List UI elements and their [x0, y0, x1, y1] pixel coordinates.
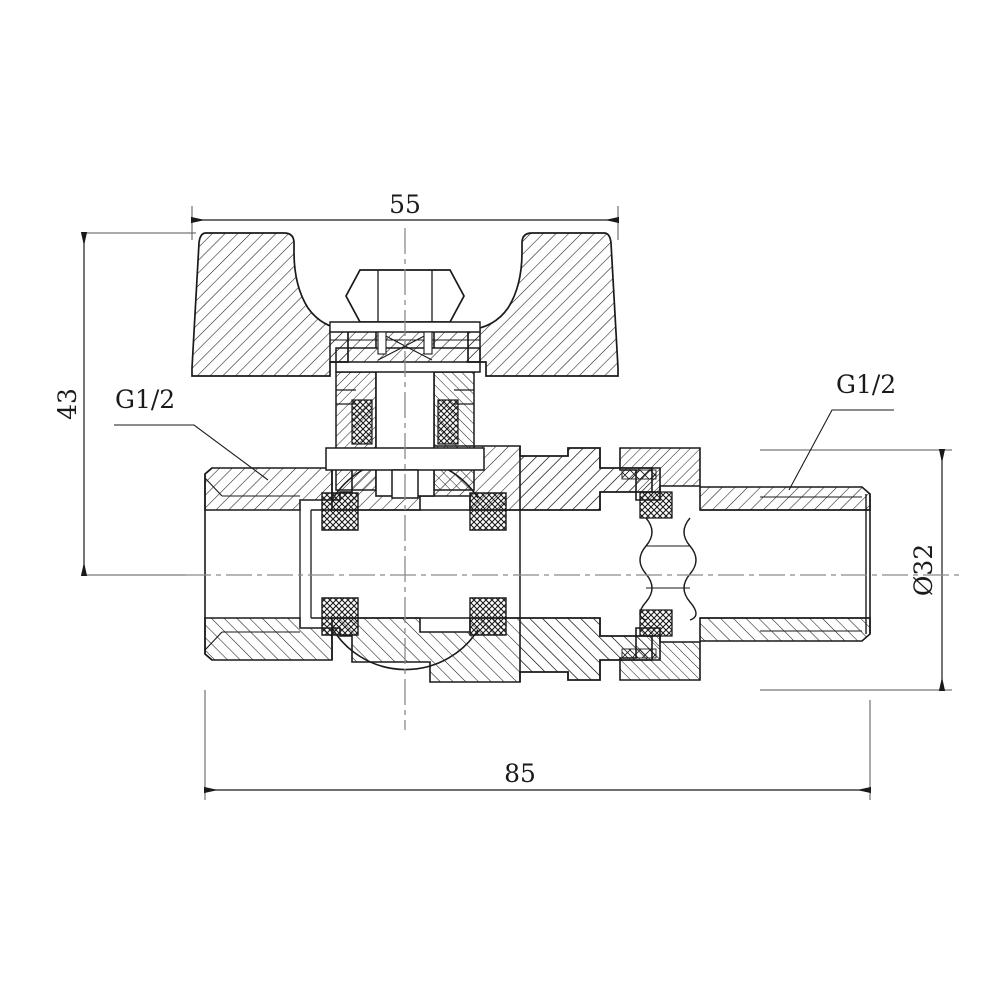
- center-lines: [185, 228, 960, 730]
- dimension-label-85: 85: [504, 759, 536, 788]
- dimension-label-43: 43: [53, 388, 82, 420]
- callout-label-left: G1/2: [115, 385, 175, 414]
- handle-left-wing: [191, 232, 349, 377]
- dimension-label-phi32: Ø32: [909, 544, 938, 596]
- dimension-handle-width: 55: [191, 190, 619, 224]
- handle-right-wing: [467, 232, 619, 377]
- callout-right-G12: [788, 409, 894, 491]
- callout-label-right: G1/2: [836, 370, 896, 399]
- left-port-body: [204, 467, 333, 661]
- dimension-body-diameter: Ø32: [909, 449, 946, 691]
- through-bore: [311, 509, 521, 619]
- union-nut: [619, 447, 701, 681]
- right-port-body: [699, 486, 871, 642]
- dimension-label-55: 55: [389, 190, 421, 219]
- dimension-lines: [84, 206, 952, 800]
- dimension-overall-width: 85: [204, 759, 871, 794]
- union-tail-body: [519, 446, 653, 682]
- callout-left-G12: [114, 424, 269, 481]
- dimension-height-to-center: 43: [53, 232, 88, 576]
- ball-seats: [321, 492, 507, 636]
